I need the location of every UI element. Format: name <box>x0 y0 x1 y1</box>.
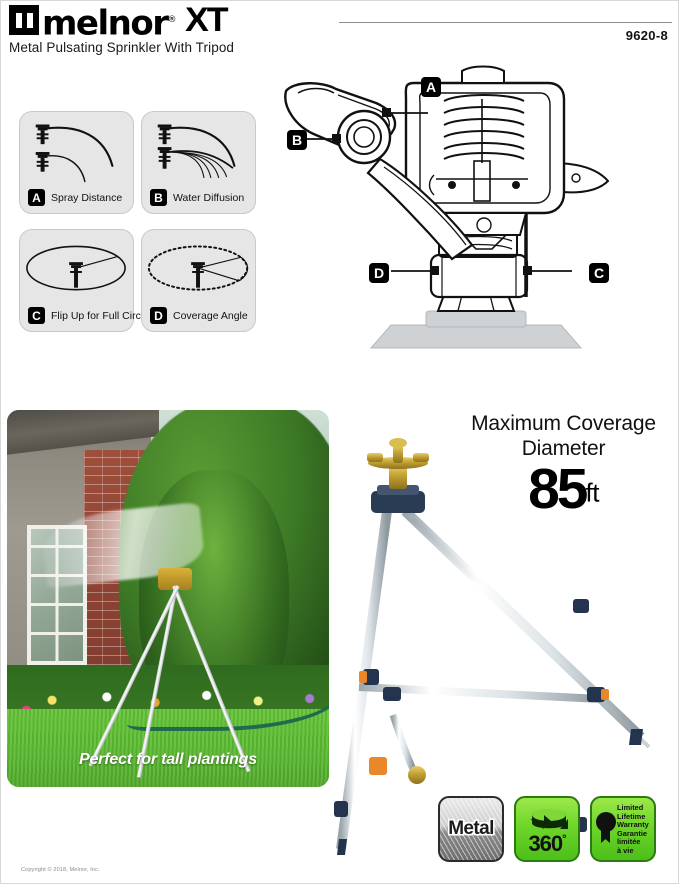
full-circle-icon <box>26 245 126 291</box>
model-number: 9620-8 <box>625 28 668 43</box>
warranty-line-6: à vie <box>617 845 634 855</box>
warranty-line-5: limitée <box>617 837 641 847</box>
feature-text-a: Spray Distance <box>51 191 123 204</box>
badge-metal: Metal <box>438 796 504 862</box>
warranty-line-2: Lifetime <box>617 811 646 821</box>
feature-box-d: D Coverage Angle <box>141 229 256 332</box>
badge-row: Metal 360° Limited Lifetime Warranty Gar… <box>438 796 666 862</box>
feature-label-b: B Water Diffusion <box>150 189 244 206</box>
diagram-callout-c: C <box>589 263 609 283</box>
badge-360-label: 360° <box>516 831 578 857</box>
brand-wordmark: melnor® <box>42 5 177 40</box>
diagram-callout-d: D <box>369 263 389 283</box>
badge-360-rotation: 360° <box>514 796 580 862</box>
badge-metal-label: Metal <box>448 818 494 839</box>
coverage-value-row: 85ft <box>456 461 671 518</box>
copyright-notice: Copyright © 2018, Melnor, Inc. <box>21 867 100 873</box>
warranty-line-1: Limited <box>617 803 644 812</box>
warranty-line-4: Garantie <box>617 828 647 838</box>
badge-360-value: 360 <box>528 831 563 856</box>
feature-letter-d: D <box>150 307 167 324</box>
melnor-logo: melnor® XT <box>9 1 229 40</box>
feature-letter-c: C <box>28 307 45 324</box>
photo-caption: Perfect for tall plantings <box>79 751 257 768</box>
brand-header: melnor® XT <box>9 1 672 63</box>
feature-box-c: C Flip Up for Full Circle <box>19 229 149 332</box>
photo-tripod-sprinkler <box>88 568 251 778</box>
feature-box-b: B Water Diffusion <box>141 111 256 214</box>
rotation-arrow-icon <box>530 809 568 829</box>
lifestyle-photo: Perfect for tall plantings <box>7 410 329 787</box>
feature-letter-a: A <box>28 189 45 206</box>
coverage-line-1: Maximum Coverage <box>471 412 656 435</box>
feature-label-c: C Flip Up for Full Circle <box>28 307 149 324</box>
diffusion-arcs-icon <box>157 124 236 179</box>
brand-sub-wordmark: XT <box>185 1 229 39</box>
degree-symbol-icon: ° <box>562 833 567 846</box>
feature-label-d: D Coverage Angle <box>150 307 248 324</box>
photo-tripod-leg-rear <box>136 585 178 778</box>
header-divider <box>339 22 672 23</box>
sprinkler-head-diagram <box>284 65 610 349</box>
photo-tripod-leg-left <box>172 585 251 773</box>
photo-sprinkler-head <box>158 568 192 590</box>
product-subtitle: Metal Pulsating Sprinkler With Tripod <box>9 40 235 55</box>
feature-text-b: Water Diffusion <box>173 191 245 204</box>
tripod-product-image <box>334 438 651 855</box>
coverage-angle-icon <box>147 245 249 291</box>
coverage-unit: ft <box>585 477 599 508</box>
spray-arc-icon <box>35 124 114 183</box>
badge-warranty: Limited Lifetime Warranty Garantie limit… <box>590 796 656 862</box>
melnor-m-mark-icon <box>9 5 39 35</box>
warranty-text: Limited Lifetime Warranty Garantie limit… <box>617 803 652 856</box>
feature-letter-b: B <box>150 189 167 206</box>
warranty-seal-icon <box>596 812 616 832</box>
feature-label-a: A Spray Distance <box>28 189 122 206</box>
warranty-line-3: Warranty <box>617 820 649 830</box>
coverage-value: 85 <box>528 457 588 521</box>
registered-trademark-icon: ® <box>167 15 177 25</box>
coverage-callout: Maximum Coverage Diameter 85ft <box>456 411 671 518</box>
feature-text-c: Flip Up for Full Circle <box>51 309 150 322</box>
feature-text-d: Coverage Angle <box>173 309 248 322</box>
diagram-callout-a: A <box>421 77 441 97</box>
feature-box-a: A Spray Distance <box>19 111 134 214</box>
diagram-callout-b: B <box>287 130 307 150</box>
photo-garden-hose <box>127 667 329 731</box>
brand-name: melnor <box>42 3 169 44</box>
coverage-line-2: Diameter <box>521 437 606 460</box>
